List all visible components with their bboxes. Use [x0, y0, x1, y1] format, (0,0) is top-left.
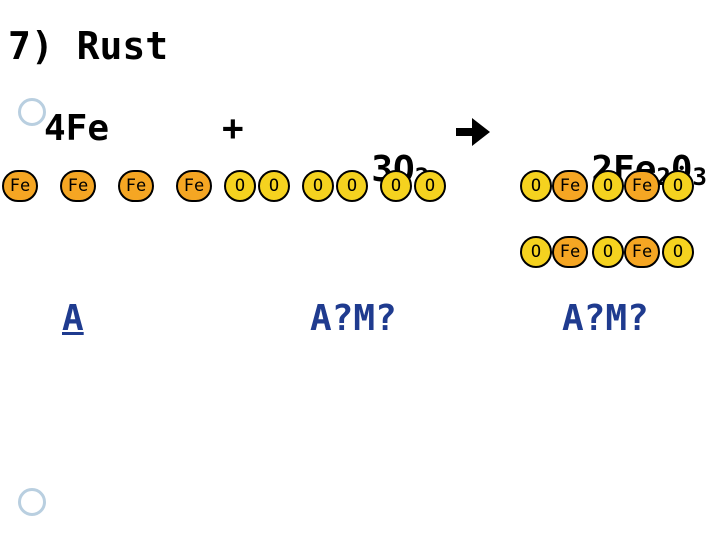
- atom-o: O: [302, 170, 334, 202]
- reaction-arrow-icon: [456, 118, 490, 146]
- atom-o: O: [592, 236, 624, 268]
- atom-o: O: [662, 236, 694, 268]
- atom-fe: Fe: [624, 236, 660, 268]
- plus-sign: +: [222, 108, 244, 149]
- atom-o: O: [520, 170, 552, 202]
- bullet-circle-icon: [18, 98, 46, 126]
- atom-o: O: [224, 170, 256, 202]
- answer-left: A: [62, 298, 84, 339]
- reactant-iron: 4Fe: [44, 108, 110, 149]
- bullet-circle-icon: [18, 488, 46, 516]
- atom-fe: Fe: [552, 236, 588, 268]
- atom-o: O: [380, 170, 412, 202]
- slide-title: 7) Rust: [8, 24, 169, 68]
- atom-fe: Fe: [552, 170, 588, 202]
- atom-o: O: [520, 236, 552, 268]
- atom-fe: Fe: [60, 170, 96, 202]
- atom-o: O: [592, 170, 624, 202]
- atom-o: O: [258, 170, 290, 202]
- atom-fe: Fe: [176, 170, 212, 202]
- atom-o: O: [336, 170, 368, 202]
- atom-o: O: [662, 170, 694, 202]
- atom-fe: Fe: [2, 170, 38, 202]
- answer-middle: A?M?: [310, 298, 397, 339]
- atom-fe: Fe: [624, 170, 660, 202]
- answer-right: A?M?: [562, 298, 649, 339]
- product-subscript-2: 3: [692, 163, 707, 191]
- atom-o: O: [414, 170, 446, 202]
- atom-fe: Fe: [118, 170, 154, 202]
